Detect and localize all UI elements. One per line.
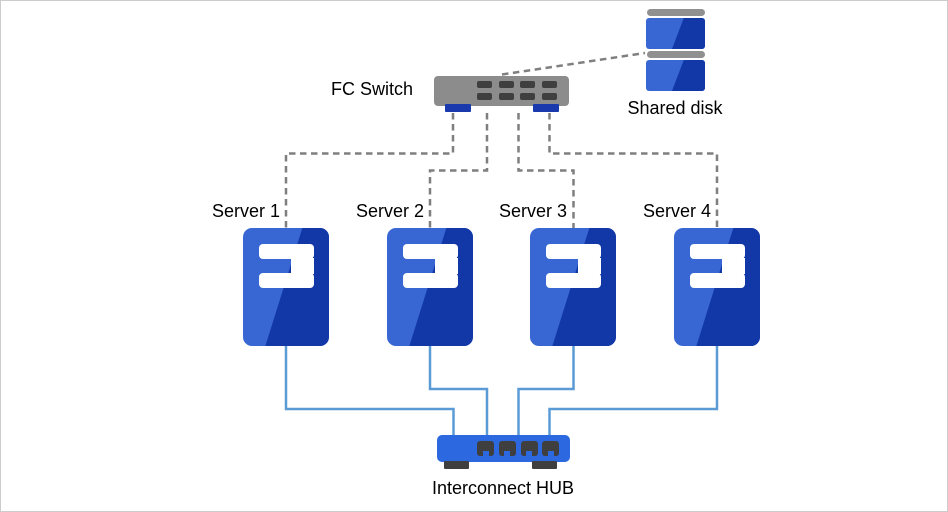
hub-port-notch (482, 451, 489, 456)
server-slot-bar (403, 244, 458, 259)
disk-cap (647, 51, 705, 58)
switch-port (520, 92, 535, 100)
server-slot-bridge (291, 258, 314, 274)
switch-foot (445, 104, 471, 112)
network-hub-icon (437, 435, 570, 462)
switch-port (477, 81, 492, 88)
server-slot-bridge (578, 258, 601, 274)
switch-port-grid (477, 81, 557, 100)
switch-port (498, 81, 514, 88)
server-slot-bar (546, 272, 601, 288)
server-slot-bar (259, 244, 314, 259)
server-slot-bar (690, 272, 745, 288)
disk-stack-icon (646, 9, 706, 91)
server-4-label: Server 4 (642, 201, 711, 221)
switch-foot (533, 104, 559, 112)
switch-port (520, 81, 535, 88)
hub-port (542, 441, 560, 456)
hub-foot (532, 461, 557, 469)
disk-shade (671, 18, 705, 49)
fc-switch-label: FC Switch (330, 79, 413, 99)
hub-port (520, 441, 538, 456)
server-slot-bar (690, 244, 745, 259)
hub-port-notch (547, 451, 554, 456)
hub-port-row (477, 441, 560, 456)
link-server-2-hub (428, 346, 489, 435)
link-server-3-hub (517, 346, 575, 435)
hub-port-notch (526, 451, 533, 456)
hub-foot (444, 461, 469, 469)
switch-port (541, 92, 557, 100)
hub-port-notch (504, 451, 511, 456)
hub-port (477, 441, 494, 456)
disk-cap (647, 9, 705, 16)
shared-disk-label: Shared disk (627, 98, 723, 118)
link-fc-switch-server-4 (548, 113, 719, 229)
server-2-label: Server 2 (355, 201, 424, 221)
server-slot-bar (546, 244, 601, 259)
disk-unit (646, 18, 705, 49)
link-server-4-hub (548, 346, 719, 435)
link-fc-switch-server-1 (284, 113, 455, 229)
disk-shade (671, 60, 705, 91)
server-tower-icon (530, 228, 616, 346)
switch-port (477, 92, 492, 100)
server-tower-icon (674, 228, 760, 346)
server-3-label: Server 3 (498, 201, 567, 221)
server-tower-icon (243, 228, 329, 346)
server-tower-icon (387, 228, 473, 346)
link-server-1-hub (284, 346, 455, 435)
link-fc-switch-server-2 (428, 113, 489, 229)
server-slot-bar (259, 272, 314, 288)
switch-port (541, 81, 557, 88)
interconnect-hub-label: Interconnect HUB (431, 478, 575, 498)
server-1-label: Server 1 (211, 201, 280, 221)
hub-port (498, 441, 516, 456)
disk-unit (646, 60, 705, 91)
link-fc-switch-shared-disk (501, 51, 646, 76)
server-slot-bridge (722, 258, 745, 274)
server-slot-bridge (435, 258, 458, 274)
switch-port (498, 92, 514, 100)
server-slot-bar (403, 272, 458, 288)
network-switch-icon (434, 76, 569, 106)
